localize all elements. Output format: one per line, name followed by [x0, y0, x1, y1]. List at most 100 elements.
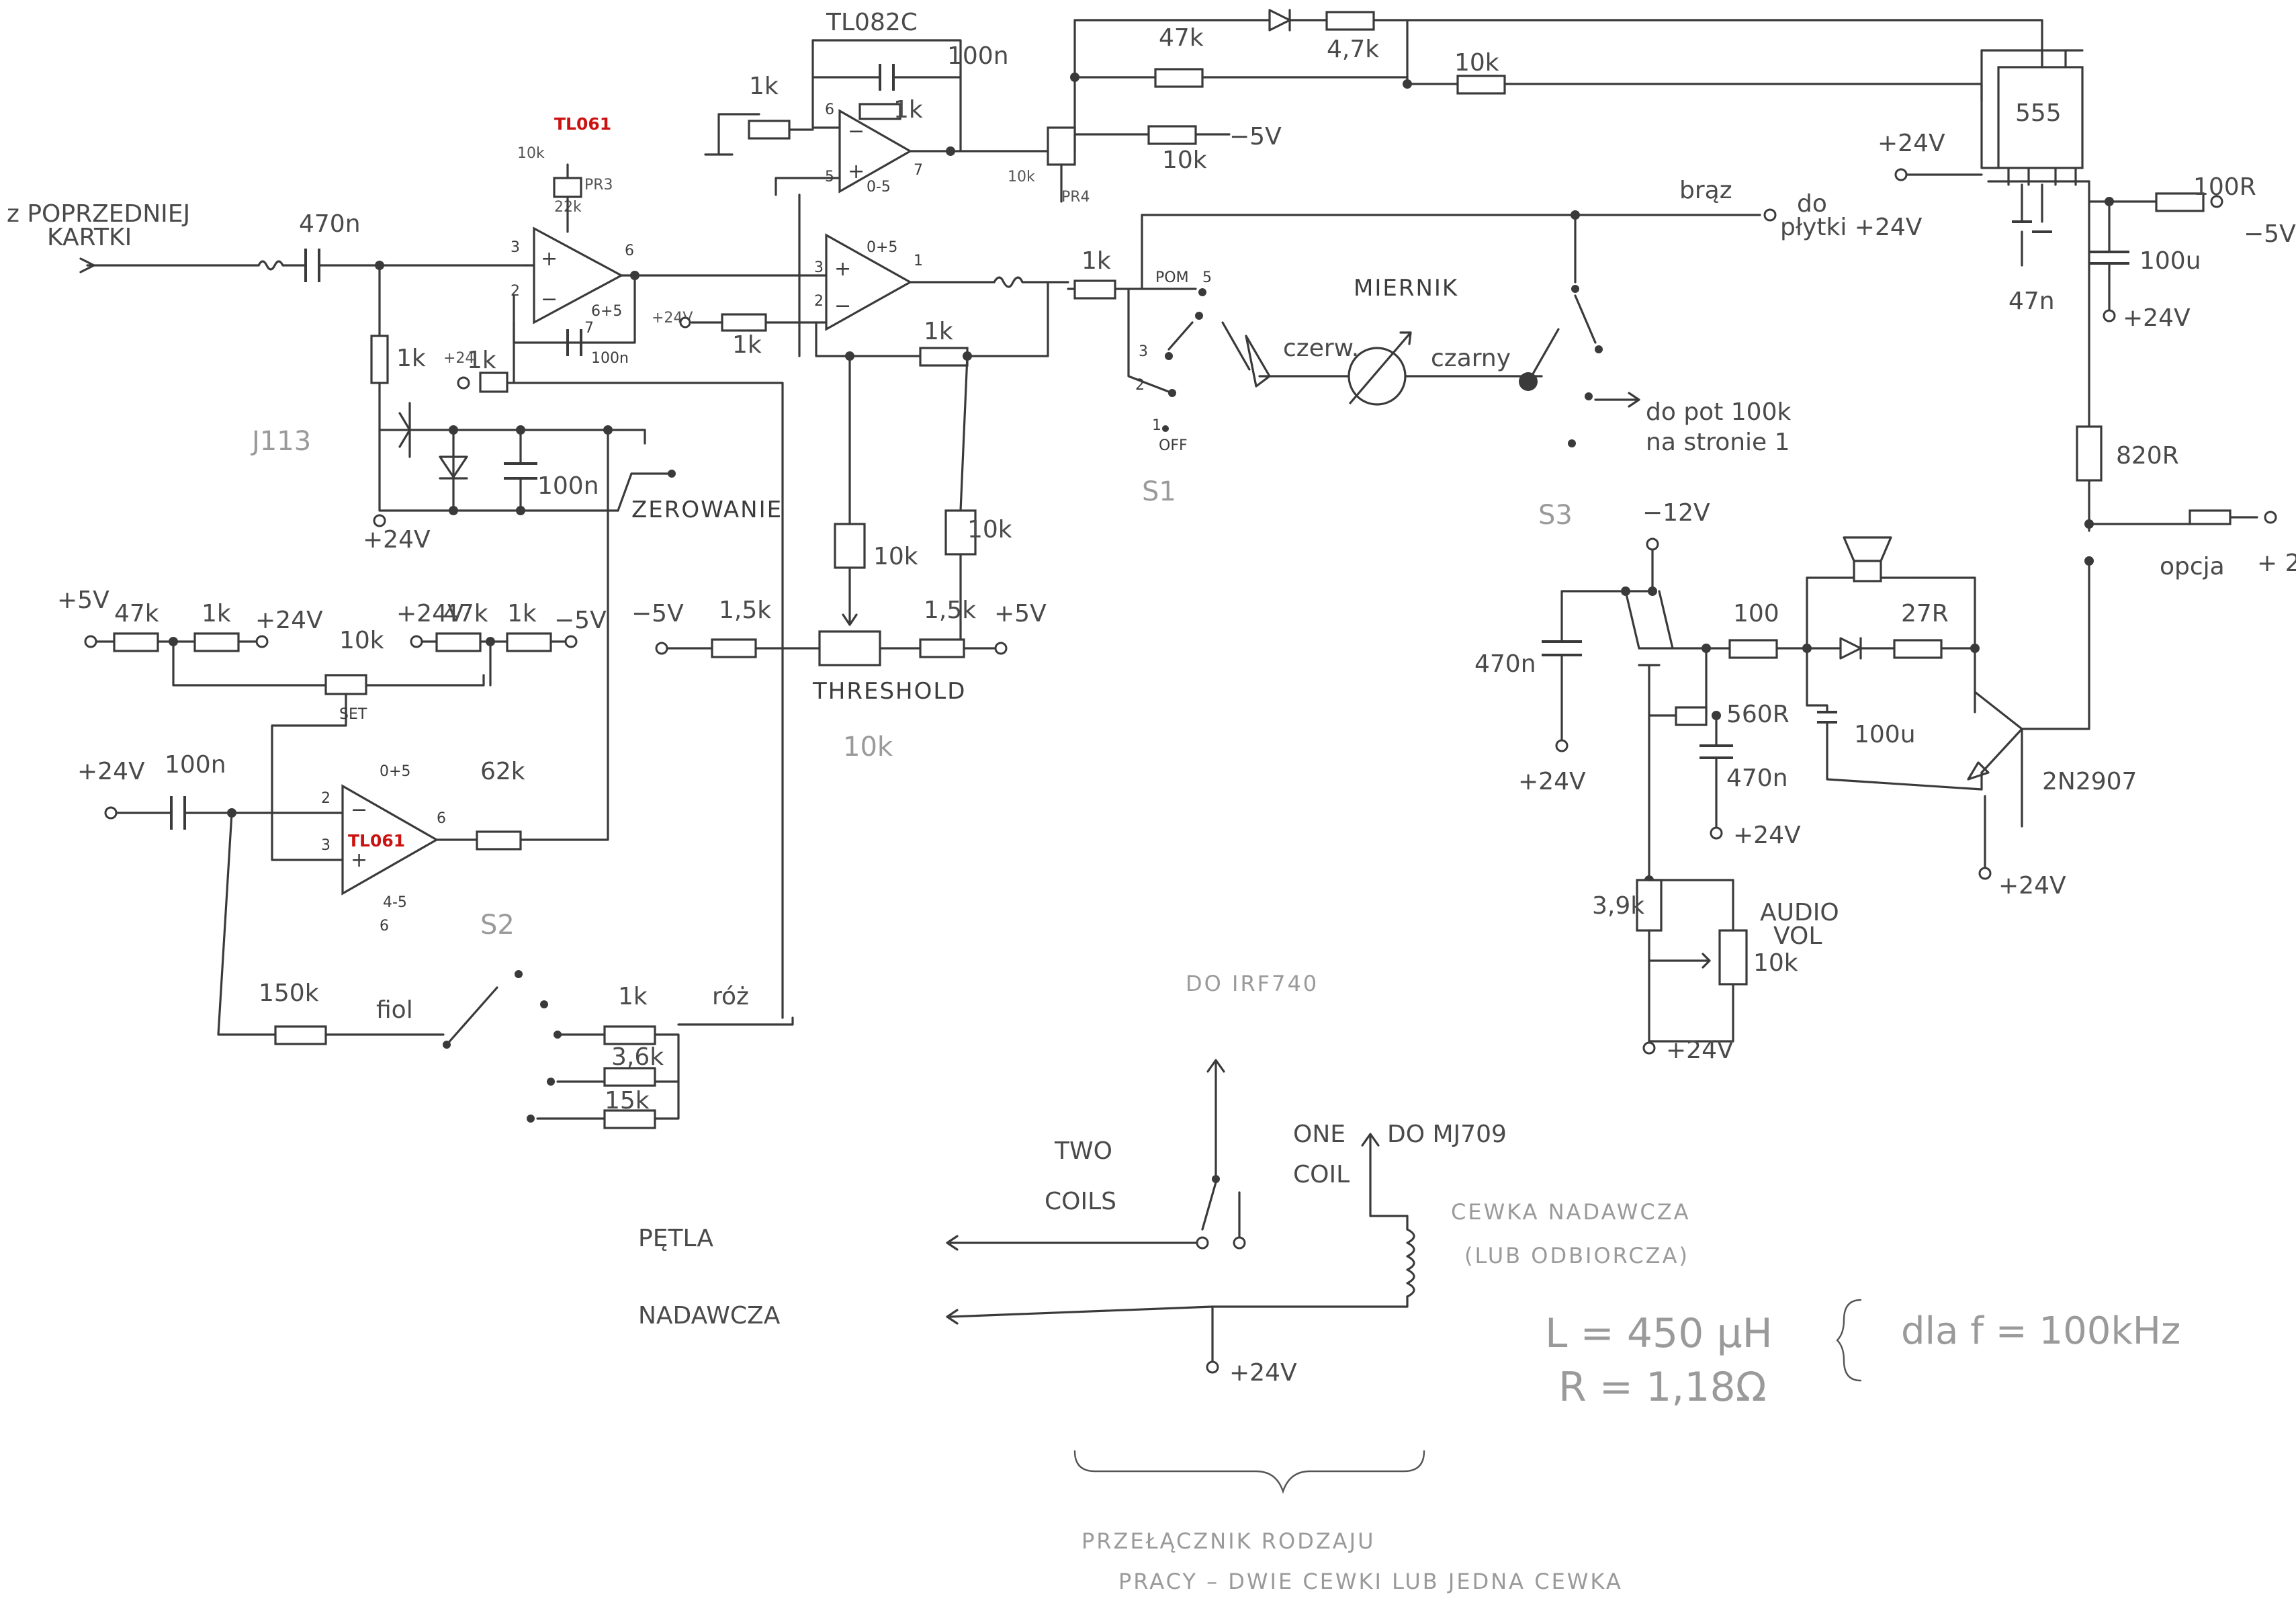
- cap-470n-label: 470n: [299, 210, 361, 238]
- input-resistor-squiggle: [257, 260, 307, 271]
- resistor-1k-j113: [370, 335, 389, 384]
- timer-555: 555 +24V 47n 100R −5V 100u +24V 820R: [1878, 49, 2296, 730]
- s1-wiper[interactable]: [1221, 321, 1251, 371]
- diode-top: [1268, 9, 1291, 32]
- svg-text:COIL: COIL: [1293, 1161, 1350, 1188]
- zerowanie-label: ZEROWANIE: [631, 496, 783, 523]
- svg-text:100u: 100u: [1854, 721, 1916, 748]
- svg-text:−5V: −5V: [2244, 220, 2296, 248]
- svg-text:1k: 1k: [1081, 247, 1111, 275]
- s2-label: S2: [480, 910, 515, 941]
- tl061-red-label-1: TL061: [554, 114, 611, 134]
- diode-audio: [1839, 637, 1862, 660]
- meter-switch-section: brąz do płytki +24V 1k POM 5 3 2 1 OFF S…: [1067, 177, 1923, 507]
- svg-text:47k: 47k: [1159, 24, 1204, 52]
- svg-text:1k: 1k: [924, 318, 953, 345]
- svg-text:555: 555: [2015, 99, 2062, 127]
- svg-text:6+5: 6+5: [591, 303, 622, 320]
- input-label-1: z POPRZEDNIEJ: [7, 200, 190, 228]
- svg-text:1k: 1k: [507, 600, 537, 627]
- svg-text:+24V: +24V: [255, 607, 323, 634]
- j113-supply-label: +24V: [363, 526, 431, 554]
- svg-text:czarny: czarny: [1431, 345, 1511, 372]
- svg-text:1: 1: [914, 253, 923, 269]
- coil-mode-switch[interactable]: [1201, 1181, 1217, 1231]
- svg-text:47n: 47n: [2008, 288, 2055, 315]
- svg-text:−12V: −12V: [1642, 499, 1710, 527]
- svg-text:27R: 27R: [1901, 600, 1949, 627]
- pr4-trimmer[interactable]: [1047, 126, 1076, 166]
- svg-text:+: +: [541, 247, 558, 271]
- opamp-tl061-audio: +24V 100n − + 2 3 6 0+5 4-5 6 TL061 62k …: [77, 509, 794, 1129]
- svg-text:opcja: opcja: [2160, 553, 2225, 580]
- svg-text:L = 450 µH: L = 450 µH: [1545, 1310, 1773, 1357]
- ic-555: [1997, 66, 2084, 169]
- svg-text:6: 6: [825, 101, 834, 118]
- svg-text:TWO: TWO: [1054, 1137, 1112, 1165]
- audio-vol-pot[interactable]: [1718, 929, 1748, 986]
- svg-text:3,9k: 3,9k: [1592, 892, 1644, 920]
- svg-text:7: 7: [584, 320, 594, 337]
- svg-text:AUDIO: AUDIO: [1760, 899, 1839, 926]
- tl082c-label: TL082C: [826, 9, 918, 36]
- svg-text:−: −: [834, 294, 851, 318]
- svg-text:820R: 820R: [2116, 442, 2179, 470]
- svg-text:3: 3: [814, 259, 824, 276]
- svg-text:100n: 100n: [537, 472, 599, 500]
- svg-text:1k: 1k: [396, 345, 426, 372]
- svg-text:47k: 47k: [443, 600, 488, 627]
- svg-text:10k: 10k: [843, 732, 893, 763]
- svg-text:15k: 15k: [605, 1087, 650, 1115]
- threshold-pot[interactable]: [818, 630, 881, 666]
- set-trimmer[interactable]: [324, 674, 367, 695]
- svg-text:2N2907: 2N2907: [2042, 768, 2137, 795]
- s2-wiper[interactable]: [445, 986, 498, 1046]
- svg-text:1k: 1k: [732, 331, 762, 359]
- svg-text:100n: 100n: [165, 751, 226, 779]
- svg-text:10k: 10k: [1008, 169, 1035, 185]
- svg-text:1k: 1k: [618, 983, 648, 1010]
- svg-text:+24V: +24V: [1666, 1037, 1734, 1064]
- svg-text:−: −: [541, 288, 558, 311]
- diode-j113: [439, 455, 468, 480]
- zero-switch[interactable]: [617, 429, 673, 512]
- svg-text:PĘTLA: PĘTLA: [638, 1225, 713, 1252]
- svg-text:6: 6: [625, 243, 634, 259]
- svg-text:4,7k: 4,7k: [1327, 36, 1379, 63]
- svg-text:1k: 1k: [202, 600, 231, 627]
- svg-text:+: +: [351, 848, 367, 872]
- svg-text:47k: 47k: [114, 600, 159, 627]
- svg-text:10k: 10k: [967, 516, 1012, 543]
- svg-text:+24: +24: [443, 350, 474, 367]
- svg-text:−: −: [848, 120, 865, 143]
- svg-text:SET: SET: [339, 706, 367, 723]
- svg-text:dla f = 100kHz: dla f = 100kHz: [1901, 1309, 2180, 1353]
- svg-text:150k: 150k: [259, 979, 319, 1007]
- input-label-2: KARTKI: [47, 224, 132, 251]
- svg-text:100u: 100u: [2139, 247, 2201, 275]
- svg-text:+24V: +24V: [1998, 872, 2066, 900]
- svg-text:+24V: +24V: [1229, 1359, 1297, 1387]
- svg-text:1k: 1k: [893, 96, 923, 124]
- svg-text:brąz: brąz: [1679, 177, 1732, 204]
- svg-text:THRESHOLD: THRESHOLD: [812, 678, 966, 705]
- svg-text:3: 3: [321, 837, 330, 854]
- svg-text:OFF: OFF: [1159, 437, 1188, 454]
- svg-text:6: 6: [437, 810, 446, 827]
- threshold-network: 10k 10k −5V 1,5k 1,5k +5V THRESHOLD 10k: [631, 509, 1047, 763]
- svg-text:2: 2: [1135, 377, 1145, 394]
- svg-text:R = 1,18Ω: R = 1,18Ω: [1558, 1364, 1767, 1411]
- svg-text:0-5: 0-5: [867, 179, 891, 195]
- svg-text:3,6k: 3,6k: [611, 1043, 664, 1071]
- svg-text:do pot 100k: do pot 100k: [1646, 398, 1791, 426]
- svg-text:1k: 1k: [467, 347, 496, 374]
- svg-text:560R: 560R: [1726, 701, 1790, 728]
- svg-text:−5V: −5V: [1229, 123, 1282, 150]
- input-stage: z POPRZEDNIEJ KARTKI 470n 1k +24V J113 1…: [7, 200, 783, 554]
- svg-text:10k: 10k: [339, 627, 384, 654]
- svg-text:62k: 62k: [480, 758, 525, 785]
- svg-text:+: +: [848, 160, 865, 183]
- svg-text:100n: 100n: [591, 350, 629, 367]
- pr3-trimmer[interactable]: [553, 177, 582, 198]
- svg-text:5: 5: [1202, 269, 1212, 286]
